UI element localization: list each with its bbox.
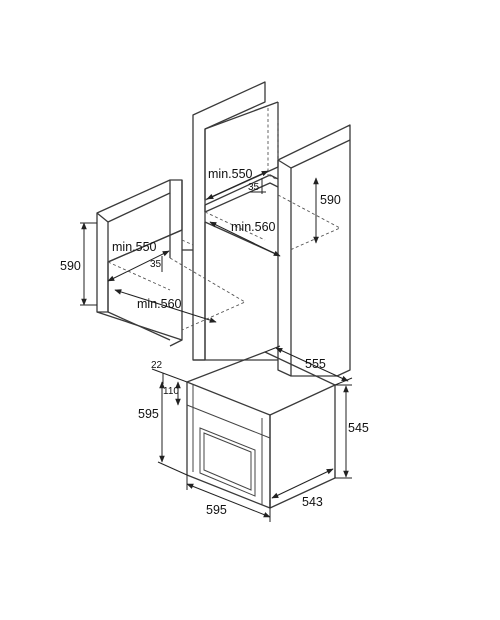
label-oven-top-offset: 22 (151, 360, 163, 371)
label-upper-gap: 35 (248, 182, 260, 193)
label-oven-width: 595 (206, 503, 227, 517)
label-upper-min-depth: min.550 (208, 167, 253, 181)
label-upper-min-width: min.560 (231, 220, 276, 234)
label-oven-body-depth: 543 (302, 495, 323, 509)
label-oven-front-height: 595 (138, 407, 159, 421)
label-oven-panel-height: 110 (163, 386, 179, 397)
label-oven-depth-top: 555 (305, 357, 326, 371)
label-lower-gap: 35 (150, 259, 162, 270)
dimension-lines (80, 170, 353, 522)
label-lower-height: 590 (60, 259, 81, 273)
dimension-labels: min.550 35 590 min.560 590 min.550 35 mi… (60, 167, 369, 517)
base-cabinet (96, 179, 246, 347)
label-upper-height: 590 (320, 193, 341, 207)
label-oven-body-height: 545 (348, 421, 369, 435)
label-lower-min-width: min.560 (137, 297, 182, 311)
label-lower-min-depth: min.550 (112, 240, 157, 254)
